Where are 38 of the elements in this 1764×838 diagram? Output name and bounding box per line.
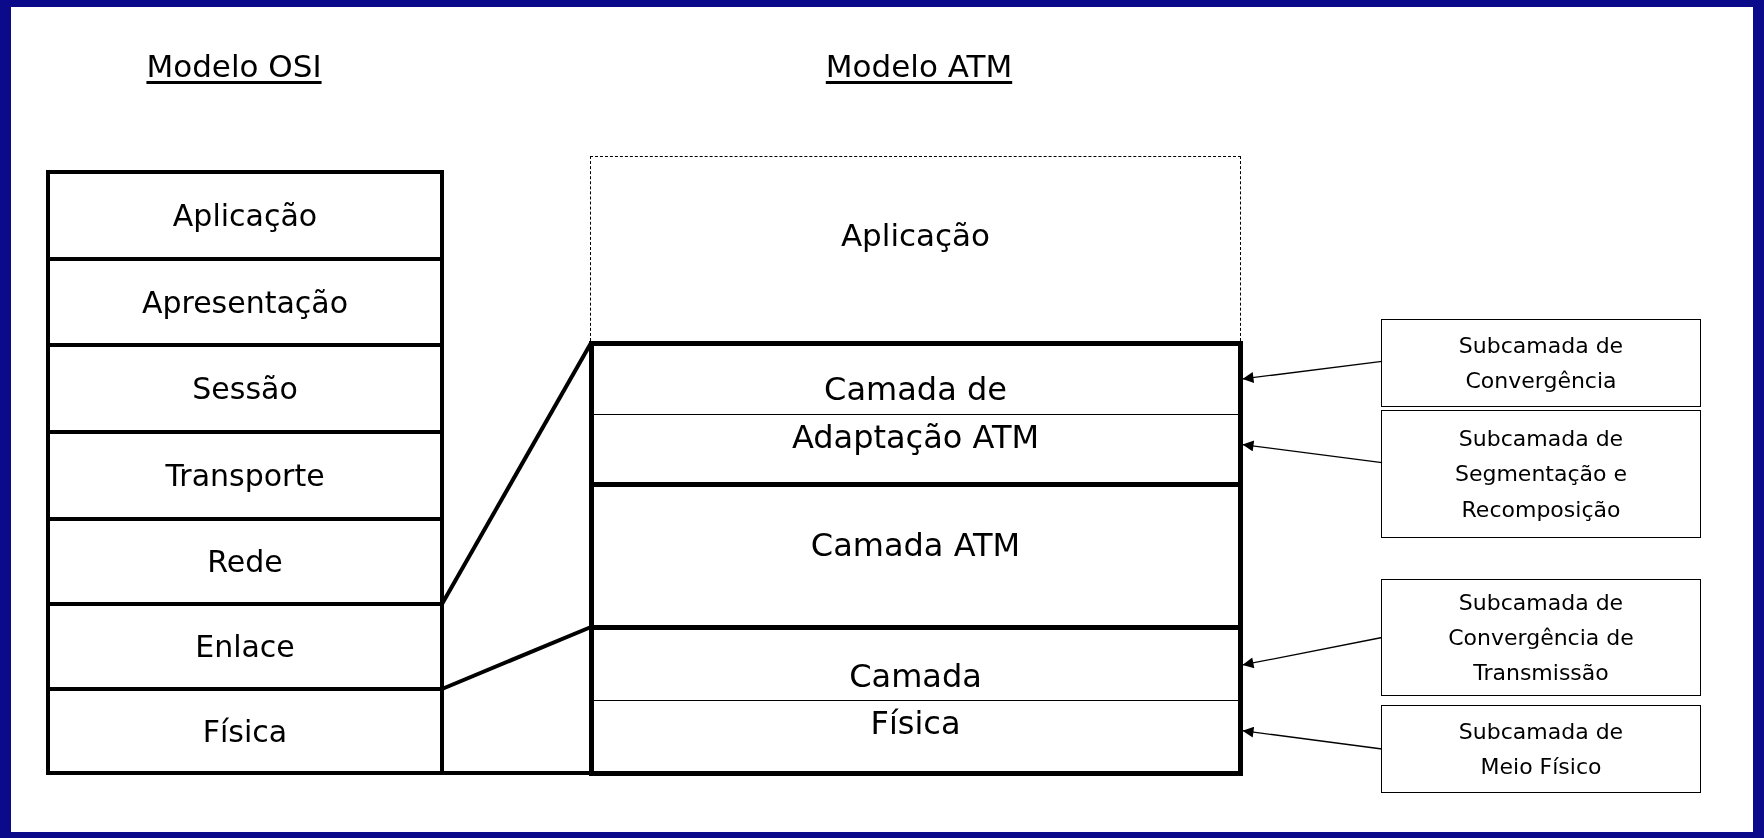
osi-layer-box [46, 691, 444, 775]
layer-label: Enlace [195, 628, 295, 666]
atm-layer-box [588, 486, 1243, 630]
layer-label: Aplicação [840, 216, 991, 256]
layer-label: Subcamada de Meio Físico [1457, 717, 1625, 781]
osi-layer-box [46, 170, 444, 261]
mapping-line [442, 771, 591, 775]
layer-label: Rede [207, 543, 283, 581]
model-heading: Modelo ATM [825, 48, 1013, 84]
model-heading: Modelo OSI [146, 48, 322, 84]
sublayer-box [1381, 705, 1701, 793]
osi-layer-box [46, 521, 444, 606]
osi-layer-box [46, 347, 444, 434]
layer-label: Subcamada de Segmentação e Recomposição [1453, 425, 1628, 524]
application-area-box [590, 156, 1241, 341]
sublayer-box [1381, 579, 1701, 696]
arrow [1241, 360, 1383, 384]
arrow [1241, 726, 1383, 750]
atm-layer-box [588, 340, 1243, 487]
osi-layer-box [46, 606, 444, 691]
layer-label: Aplicação [172, 197, 318, 235]
layer-label: Apresentação [141, 283, 349, 322]
arrow [1241, 440, 1383, 464]
layer-label: Camada ATM [810, 524, 1021, 566]
layer-label: Física [202, 712, 288, 751]
layer-label: Subcamada de Convergência de Transmissão [1447, 588, 1635, 688]
mapping-line [441, 625, 592, 691]
layer-label: Transporte [165, 457, 325, 495]
osi-layer-box [46, 261, 444, 347]
atm-layer-box [588, 629, 1243, 776]
arrow [1241, 636, 1383, 669]
layer-label: Subcamada de Convergência [1457, 331, 1625, 395]
layer-label: Sessão [192, 370, 298, 408]
sublayer-box [1381, 319, 1701, 407]
sublayer-box [1381, 410, 1701, 538]
osi-layer-box [46, 434, 444, 521]
layer-label: Camada Física [848, 655, 983, 744]
layer-label: Camada de Adaptação ATM [790, 369, 1041, 458]
